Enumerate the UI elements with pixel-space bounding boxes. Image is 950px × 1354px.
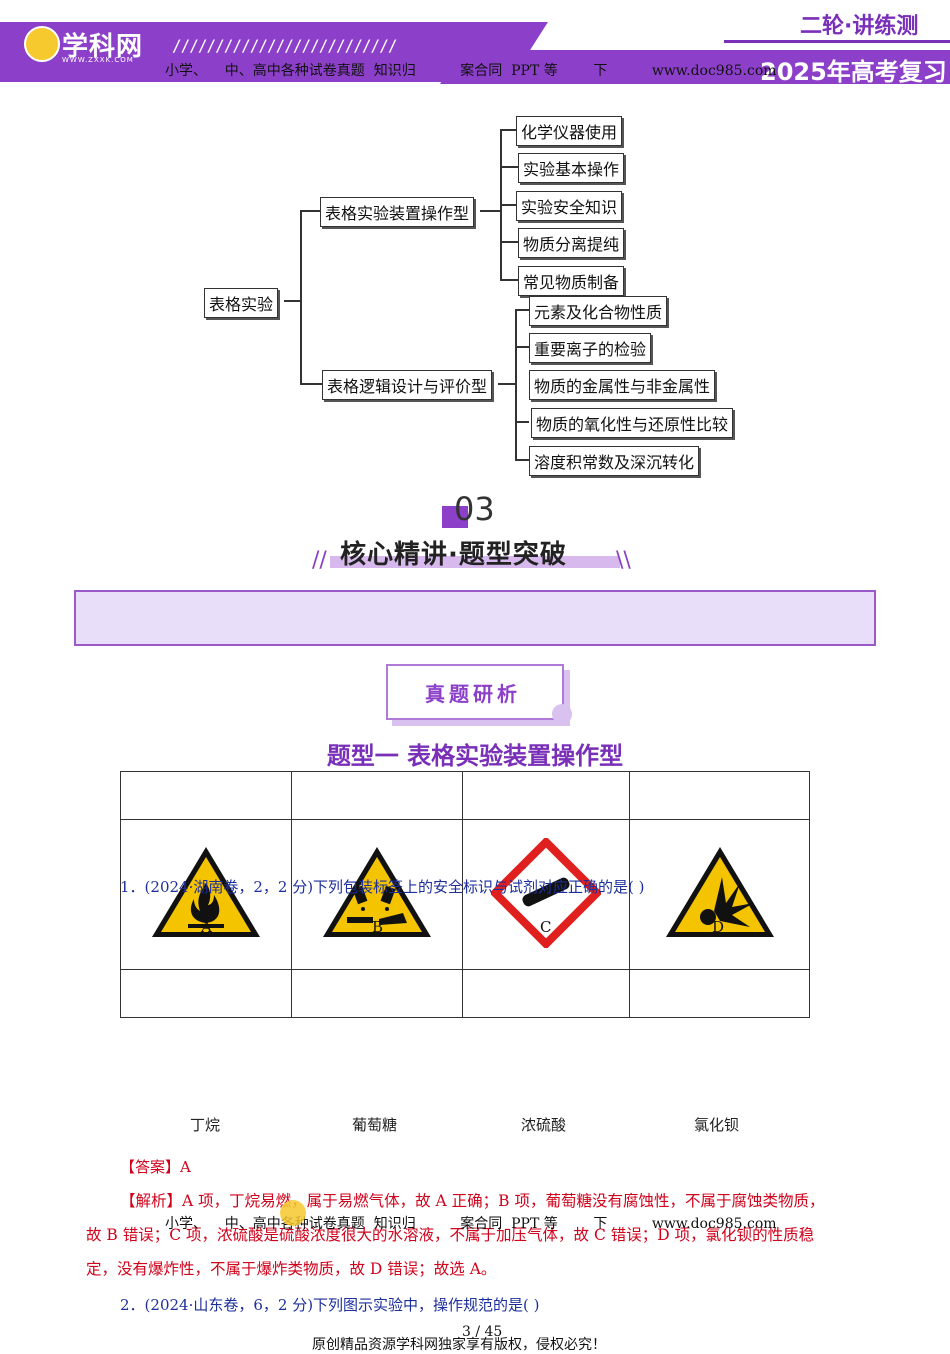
signs-table [120,771,810,1018]
series-title: 二轮·讲练测 [800,14,919,39]
reagent-c: 浓硫酸 [521,1116,567,1134]
option-letter-b: B [372,918,384,936]
option-letter-d: D [712,918,725,936]
mindmap-leaf: 物质的氧化性与还原性比较 [531,408,734,438]
logo-subtext: WWW.ZXXK.COM [62,56,134,64]
reagent-b: 葡萄糖 [352,1116,398,1134]
mindmap-leaf: 常见物质制备 [518,266,625,296]
mindmap-branch-1: 表格实验装置操作型 [320,197,475,227]
explanation-line-2: 故 B 错误；C 项，浓硫酸是硫酸浓度很大的水溶液，不属于加压气体，故 C 错误… [86,1226,815,1244]
corrosive-icon [323,846,431,937]
section-right-deco-icon: \\ [616,548,631,573]
header-right-band [440,50,950,84]
series-underline [724,40,950,43]
option-letter-a: A [201,918,212,936]
mindmap-leaf: 重要离子的检验 [529,333,652,363]
gas-cylinder-icon [489,835,603,950]
page-number: 3 / 45 [462,1324,503,1340]
content-banner [74,590,876,646]
zhenti-badge [386,664,564,720]
logo-text[interactable]: 学科网 [62,32,144,62]
section-title-highlight [330,556,620,568]
header-watermark: 小学、 中、高中各种试卷真题 知识归 案合同 PPT 等 下 www.doc98… [165,63,777,79]
watermark-mascot-icon [280,1200,306,1226]
mindmap-leaf: 实验安全知识 [516,191,623,221]
reagent-a: 丁烷 [190,1116,221,1134]
question-type-heading: 题型一 表格实验装置操作型 [326,741,624,770]
body-watermark: 小学、 中、高中各种试卷真题 知识归 案合同 PPT 等 下 www.doc98… [165,1216,777,1232]
badge-dot-icon [552,704,572,724]
question-1-stem: 1．(2024·湖南卷，2，2 分)下列包装标签上的安全标识与试剂对应正确的是(… [120,878,645,896]
mindmap-branch-2: 表格逻辑设计与评价型 [322,370,493,400]
reagent-d: 氯化钡 [694,1116,740,1134]
mindmap-leaf: 物质的金属性与非金属性 [529,370,716,400]
section-number: 03 [454,490,495,528]
section-left-deco-icon: // [312,548,327,573]
mindmap-root: 表格实验 [204,288,279,318]
mindmap-leaf: 溶度积常数及深沉转化 [529,446,700,476]
mindmap-leaf: 物质分离提纯 [518,228,625,258]
logo-mascot-icon [24,26,60,62]
explanation-line-3: 定，没有爆炸性，不属于爆炸类物质，故 D 错误；故选 A。 [86,1260,497,1278]
zhenti-badge-label: 真题研析 [425,682,521,706]
mindmap-leaf: 元素及化合物性质 [529,296,668,326]
explosive-icon [665,846,774,937]
answer-1: 【答案】A [120,1158,191,1176]
header-slashes: ////////////////////////// [172,36,397,55]
option-letter-c: C [540,918,552,936]
mindmap-leaf: 实验基本操作 [518,153,625,183]
year-title: 2025年高考复习 [760,58,947,86]
footer-copyright: 原创精品资源学科网独家享有版权，侵权必究！ [312,1337,606,1353]
question-2-stem: 2．(2024·山东卷，6，2 分)下列图示实验中，操作规范的是( ) [120,1296,540,1314]
flammable-icon [152,846,260,937]
section-title: 核心精讲·题型突破 [340,540,567,570]
section-number-accent [442,506,468,528]
mindmap-leaf: 化学仪器使用 [516,116,623,146]
